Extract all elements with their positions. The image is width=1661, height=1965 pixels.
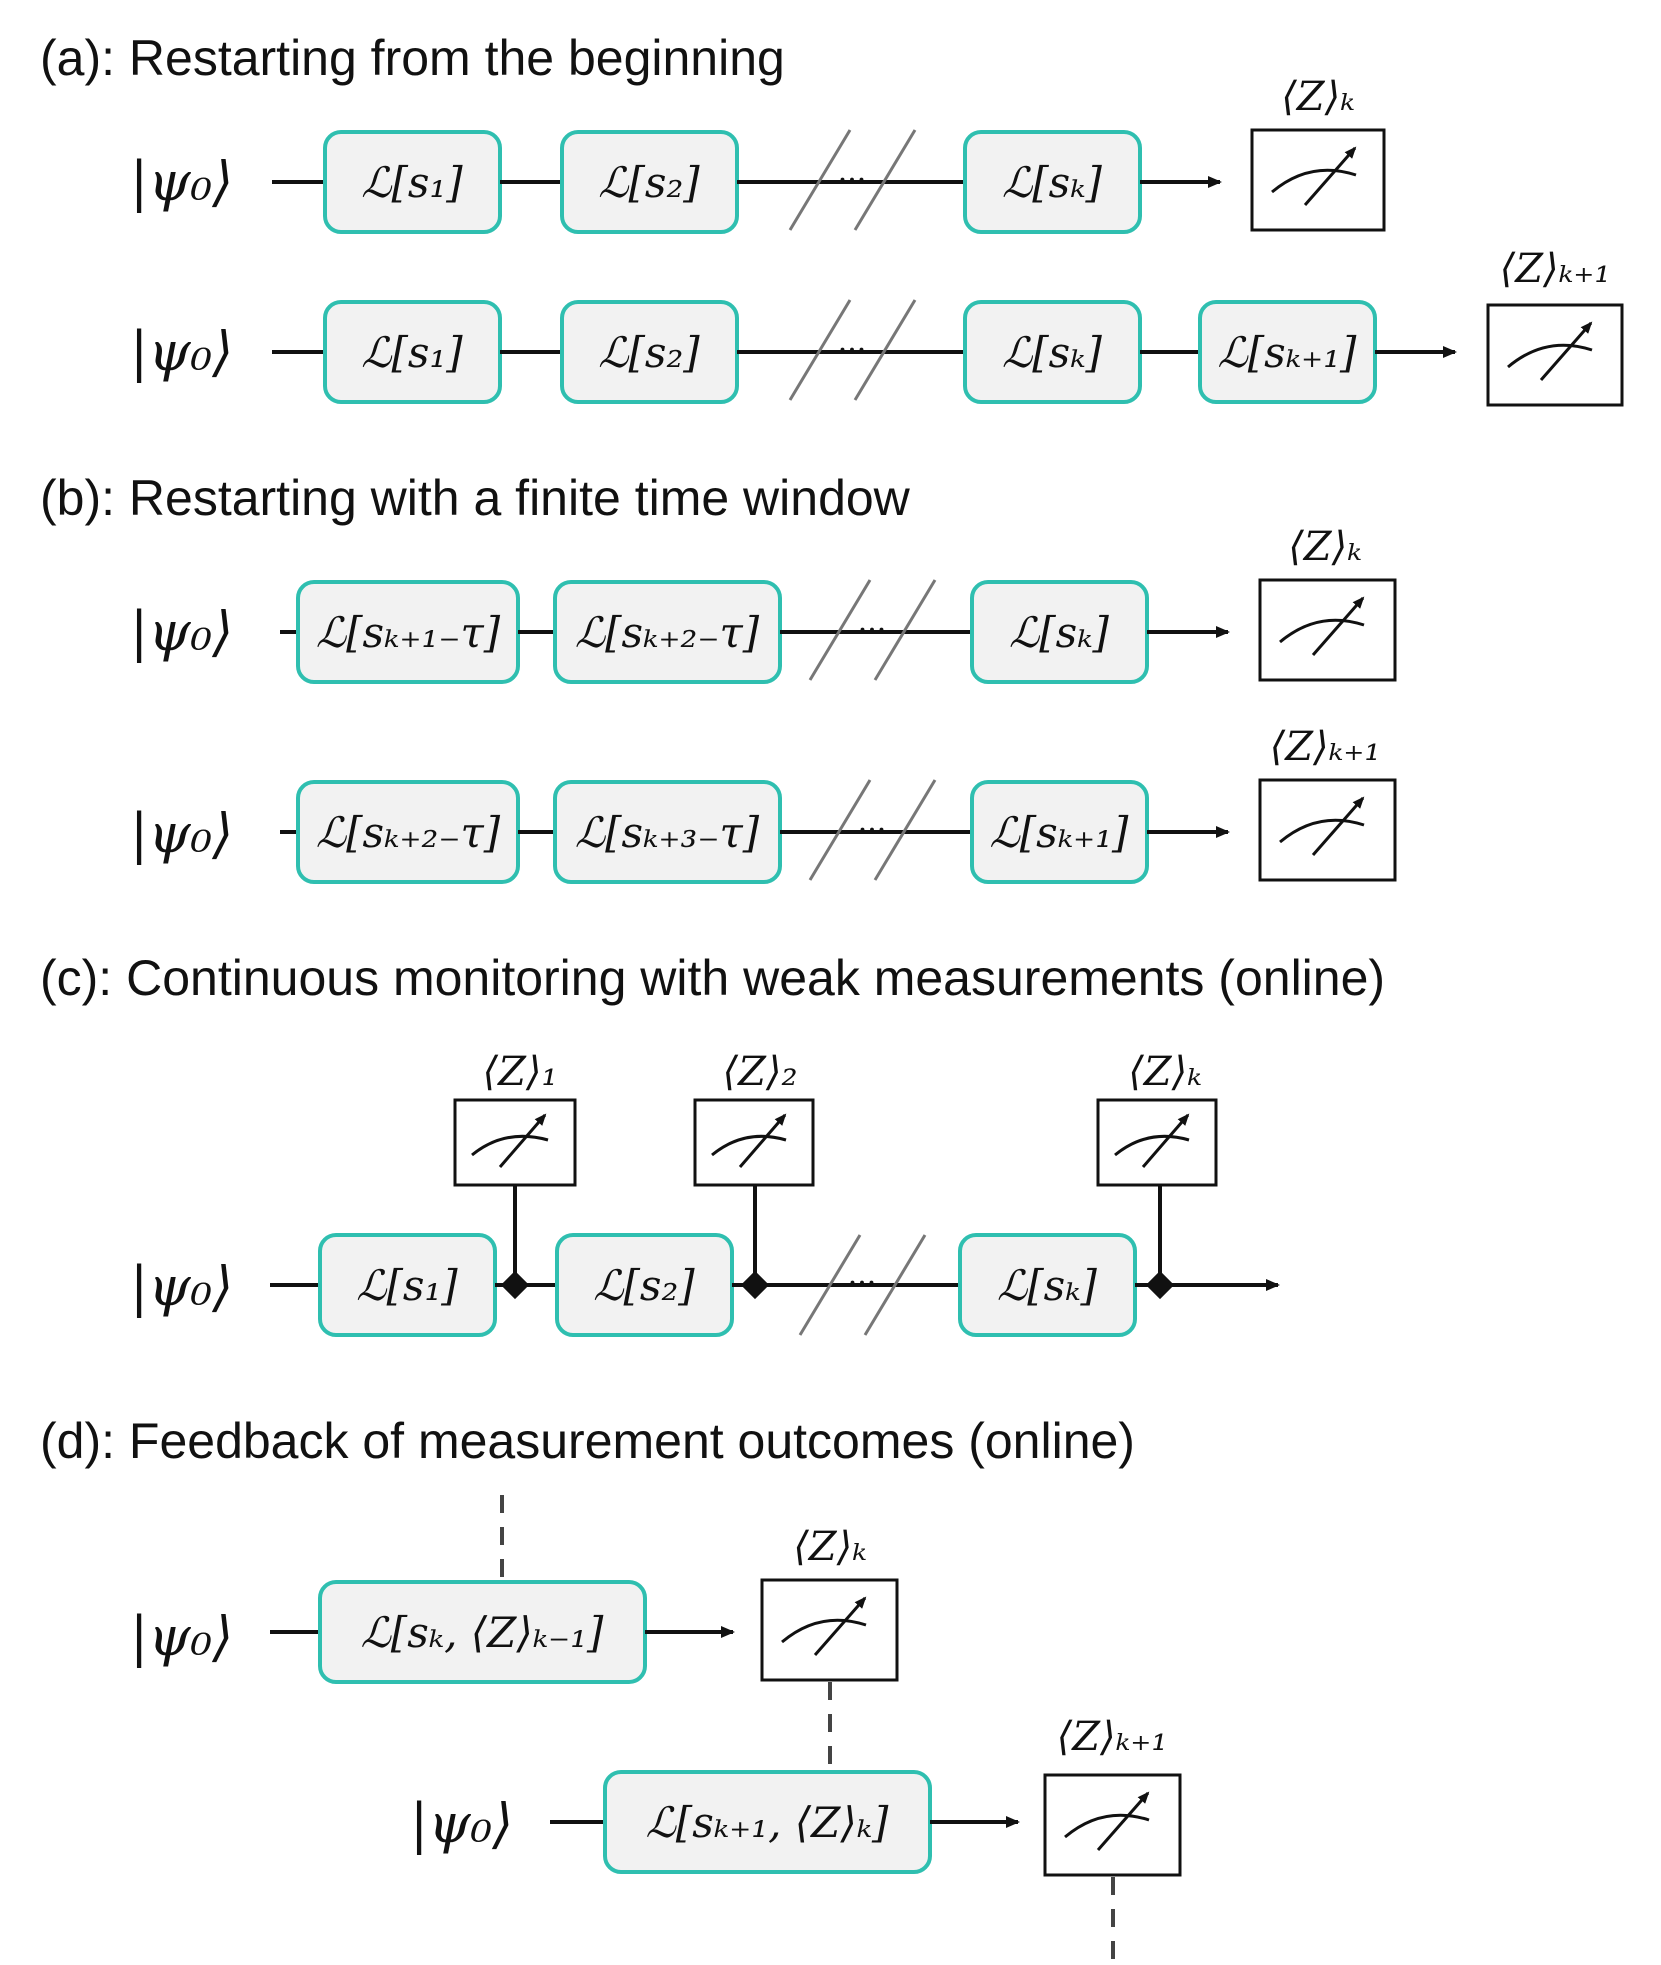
svg-text:ℒ[sₖ₊₁₋τ]: ℒ[sₖ₊₁₋τ]: [316, 608, 501, 657]
ellipsis: ···: [838, 333, 867, 368]
meter-icon: [1043, 1773, 1182, 1877]
section-c-title: (c): Continuous monitoring with weak mea…: [40, 950, 1385, 1006]
gate-sk1: ℒ[sₖ₊₁]: [970, 780, 1149, 884]
initial-state: |ψ₀⟩: [130, 802, 233, 865]
junction-node: [1145, 1270, 1175, 1300]
meter-icon: [1096, 1098, 1218, 1187]
meas-label-z2: ⟨Z⟩₂: [722, 1049, 797, 1095]
gate-sk: ℒ[sₖ]: [963, 130, 1142, 234]
gate-sk1: ℒ[sₖ₊₁]: [1198, 300, 1377, 404]
svg-text:ℒ[sₖ, ⟨Z⟩ₖ₋₁]: ℒ[sₖ, ⟨Z⟩ₖ₋₁]: [361, 1608, 604, 1657]
svg-text:ℒ[sₖ₊₃₋τ]: ℒ[sₖ₊₃₋τ]: [575, 808, 760, 857]
section-a-title: (a): Restarting from the beginning: [40, 30, 785, 86]
svg-text:ℒ[sₖ]: ℒ[sₖ]: [997, 1261, 1098, 1310]
meas-label-zk: ⟨Z⟩ₖ: [1281, 74, 1355, 120]
gate-s1: ℒ[s₁]: [318, 1233, 497, 1337]
junction-node: [500, 1270, 530, 1300]
meas-label-zk1: ⟨Z⟩ₖ₊₁: [1270, 724, 1381, 770]
meas-label-zk: ⟨Z⟩ₖ: [793, 1524, 867, 1570]
gate-feedback-k1: ℒ[sₖ₊₁, ⟨Z⟩ₖ]: [603, 1770, 932, 1874]
gate-sk: ℒ[sₖ]: [963, 300, 1142, 404]
gate-s1: ℒ[s₁]: [323, 130, 502, 234]
initial-state: |ψ₀⟩: [130, 1605, 233, 1668]
svg-text:ℒ[s₂]: ℒ[s₂]: [598, 158, 700, 207]
gate-s2: ℒ[s₂]: [555, 1233, 734, 1337]
row-d1: |ψ₀⟩ ℒ[sₖ, ⟨Z⟩ₖ₋₁] ⟨Z⟩ₖ: [130, 1495, 899, 1782]
svg-text:ℒ[sₖ₊₂₋τ]: ℒ[sₖ₊₂₋τ]: [575, 608, 760, 657]
svg-text:ℒ[sₖ]: ℒ[sₖ]: [1002, 328, 1103, 377]
initial-state: |ψ₀⟩: [130, 600, 233, 663]
gate-s1: ℒ[s₁]: [323, 300, 502, 404]
section-b-title: (b): Restarting with a finite time windo…: [40, 470, 911, 526]
row-a1: |ψ₀⟩ ℒ[s₁] ℒ[s₂] ··· ℒ[sₖ] ⟨Z⟩ₖ: [130, 74, 1386, 234]
row-b1: |ψ₀⟩ ℒ[sₖ₊₁₋τ] ℒ[sₖ₊₂₋τ] ··· ℒ[sₖ] ⟨Z⟩ₖ: [130, 524, 1397, 684]
meter-icon: [1258, 578, 1397, 682]
initial-state: |ψ₀⟩: [130, 1255, 233, 1318]
svg-text:ℒ[sₖ₊₁]: ℒ[sₖ₊₁]: [1218, 328, 1358, 377]
initial-state: |ψ₀⟩: [130, 320, 233, 383]
ellipsis: ···: [858, 613, 887, 648]
initial-state: |ψ₀⟩: [130, 150, 233, 213]
svg-text:ℒ[s₁]: ℒ[s₁]: [356, 1261, 458, 1310]
meter-icon: [760, 1578, 899, 1682]
ellipsis: ···: [858, 813, 887, 848]
svg-text:ℒ[s₁]: ℒ[s₁]: [361, 158, 463, 207]
gate-sk1tau: ℒ[sₖ₊₁₋τ]: [296, 580, 520, 684]
meas-label-zk: ⟨Z⟩ₖ: [1128, 1049, 1202, 1095]
meas-label-zk1: ⟨Z⟩ₖ₊₁: [1057, 1714, 1168, 1760]
meter-icon: [693, 1098, 815, 1187]
gate-s2: ℒ[s₂]: [560, 130, 739, 234]
meas-label-z1: ⟨Z⟩₁: [482, 1049, 557, 1095]
row-b2: |ψ₀⟩ ℒ[sₖ₊₂₋τ] ℒ[sₖ₊₃₋τ] ··· ℒ[sₖ₊₁] ⟨Z⟩…: [130, 724, 1397, 884]
svg-text:ℒ[sₖ₊₁, ⟨Z⟩ₖ]: ℒ[sₖ₊₁, ⟨Z⟩ₖ]: [646, 1798, 889, 1847]
svg-text:ℒ[sₖ₊₂₋τ]: ℒ[sₖ₊₂₋τ]: [316, 808, 501, 857]
ellipsis: ···: [838, 163, 867, 198]
gate-sk2tau: ℒ[sₖ₊₂₋τ]: [296, 780, 520, 884]
gate-feedback-k: ℒ[sₖ, ⟨Z⟩ₖ₋₁]: [318, 1580, 647, 1684]
gate-s2: ℒ[s₂]: [560, 300, 739, 404]
gate-sk: ℒ[sₖ]: [958, 1233, 1137, 1337]
junction-node: [740, 1270, 770, 1300]
meter-icon: [1486, 303, 1624, 407]
svg-text:ℒ[sₖ₊₁]: ℒ[sₖ₊₁]: [990, 808, 1130, 857]
gate-sk2tau: ℒ[sₖ₊₂₋τ]: [553, 580, 782, 684]
meas-label-zk: ⟨Z⟩ₖ: [1288, 524, 1362, 570]
meter-icon: [453, 1098, 577, 1187]
svg-text:ℒ[sₖ]: ℒ[sₖ]: [1002, 158, 1103, 207]
svg-text:ℒ[s₂]: ℒ[s₂]: [593, 1261, 695, 1310]
gate-sk3tau: ℒ[sₖ₊₃₋τ]: [553, 780, 782, 884]
row-a2: |ψ₀⟩ ℒ[s₁] ℒ[s₂] ··· ℒ[sₖ] ℒ[sₖ₊₁] ⟨Z⟩ₖ₊…: [130, 246, 1624, 407]
meter-icon: [1250, 128, 1386, 232]
svg-text:ℒ[s₁]: ℒ[s₁]: [361, 328, 463, 377]
gate-sk: ℒ[sₖ]: [970, 580, 1149, 684]
ellipsis: ···: [848, 1266, 877, 1301]
row-d2: |ψ₀⟩ ℒ[sₖ₊₁, ⟨Z⟩ₖ] ⟨Z⟩ₖ₊₁: [410, 1714, 1182, 1960]
section-d-title: (d): Feedback of measurement outcomes (o…: [40, 1413, 1135, 1469]
svg-text:ℒ[s₂]: ℒ[s₂]: [598, 328, 700, 377]
row-c: |ψ₀⟩ ℒ[s₁] ℒ[s₂] ··· ℒ[sₖ] ⟨Z⟩₁ ⟨Z⟩₂ ⟨Z⟩…: [130, 1049, 1280, 1337]
meter-icon: [1258, 778, 1397, 882]
initial-state: |ψ₀⟩: [410, 1792, 513, 1855]
svg-text:ℒ[sₖ]: ℒ[sₖ]: [1009, 608, 1110, 657]
meas-label-zk1: ⟨Z⟩ₖ₊₁: [1500, 246, 1611, 292]
